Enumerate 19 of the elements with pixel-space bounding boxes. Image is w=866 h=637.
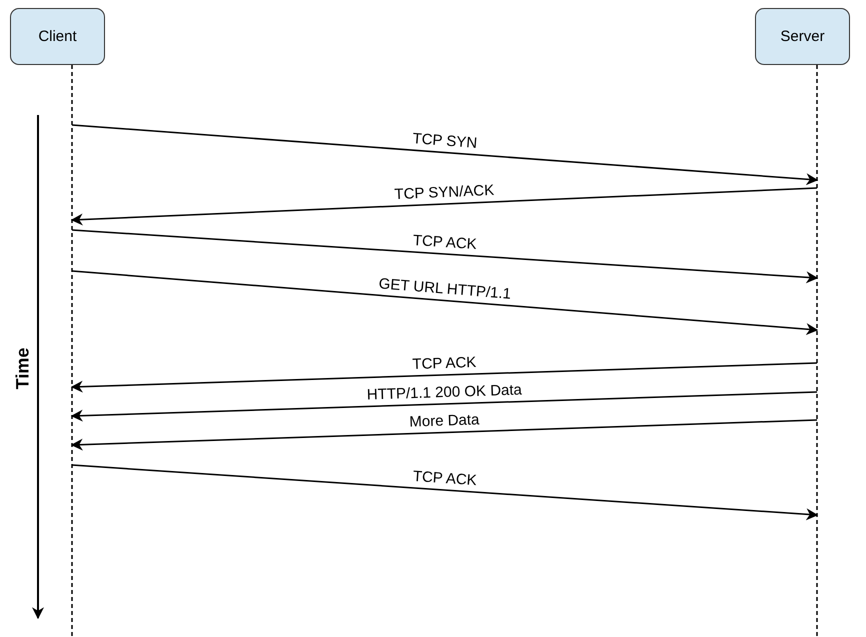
message-label: TCP SYN/ACK xyxy=(394,182,494,204)
message-arrow xyxy=(70,362,818,393)
message-label: TCP ACK xyxy=(412,232,478,254)
message-arrow xyxy=(72,124,818,186)
message-label: TCP SYN xyxy=(412,130,478,152)
message-label: TCP ACK xyxy=(412,354,477,374)
message-label: HTTP/1.1 200 OK Data xyxy=(366,382,522,404)
message-arrow xyxy=(72,270,818,336)
message-arrow xyxy=(70,187,818,226)
message-label: More Data xyxy=(409,411,480,431)
message-label: TCP ACK xyxy=(412,468,478,490)
message-label: GET URL HTTP/1.1 xyxy=(378,275,512,303)
message-arrow xyxy=(72,229,818,284)
message-arrow xyxy=(70,419,818,451)
participant-name: Server xyxy=(780,28,825,45)
message-arrow xyxy=(72,464,818,520)
axis-label: Time xyxy=(12,346,34,392)
participant-name: Client xyxy=(38,28,77,45)
message-arrow xyxy=(70,391,818,422)
